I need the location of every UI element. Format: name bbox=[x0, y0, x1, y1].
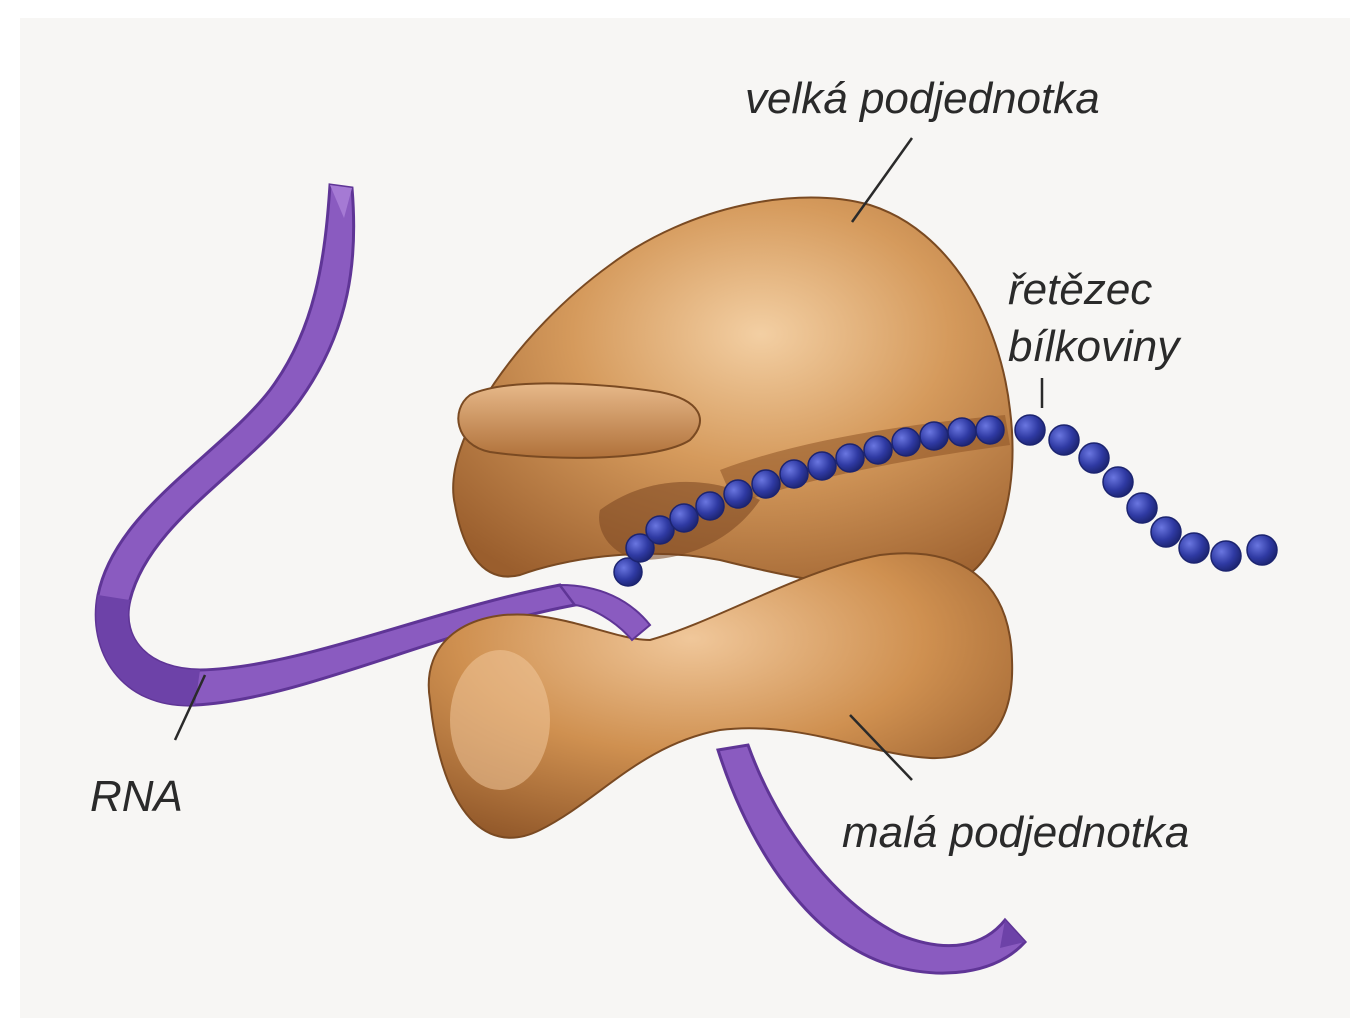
protein-bead bbox=[892, 428, 920, 456]
protein-bead bbox=[780, 460, 808, 488]
protein-bead bbox=[1079, 443, 1109, 473]
protein-bead bbox=[864, 436, 892, 464]
protein-bead bbox=[1151, 517, 1181, 547]
protein-bead bbox=[808, 452, 836, 480]
protein-bead bbox=[976, 416, 1004, 444]
large-subunit bbox=[453, 198, 1012, 589]
protein-bead bbox=[1211, 541, 1241, 571]
protein-bead bbox=[696, 492, 724, 520]
protein-bead bbox=[1179, 533, 1209, 563]
protein-bead bbox=[670, 504, 698, 532]
protein-bead bbox=[1247, 535, 1277, 565]
label-small-subunit: malá podjednotka bbox=[842, 808, 1189, 857]
protein-bead bbox=[1015, 415, 1045, 445]
label-protein-chain-line1: řetězec bbox=[1008, 265, 1152, 314]
protein-bead bbox=[1049, 425, 1079, 455]
label-protein-chain-line2: bílkoviny bbox=[1008, 322, 1179, 371]
protein-bead bbox=[1103, 467, 1133, 497]
protein-bead bbox=[920, 422, 948, 450]
protein-bead bbox=[948, 418, 976, 446]
label-large-subunit: velká podjednotka bbox=[745, 74, 1100, 123]
protein-bead bbox=[1127, 493, 1157, 523]
protein-bead bbox=[724, 480, 752, 508]
protein-bead bbox=[836, 444, 864, 472]
protein-bead bbox=[752, 470, 780, 498]
label-rna: RNA bbox=[90, 772, 183, 821]
